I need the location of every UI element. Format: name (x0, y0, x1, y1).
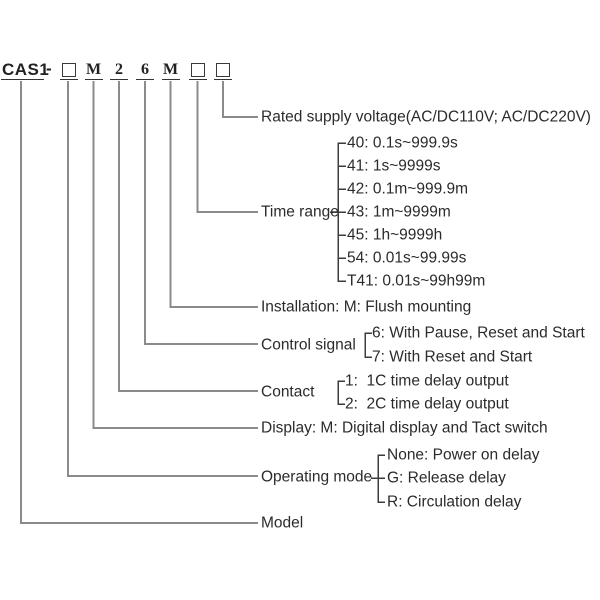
connector-operating-mode (67, 81, 258, 477)
blank-box-segment-time-range (190, 63, 205, 77)
time-range-label: Time range (261, 203, 339, 221)
operating-mode-option: None: Power on delay (387, 446, 540, 464)
code-segment-control-signal: 6 (141, 61, 149, 78)
display-label: Display: M: Digital display and Tact swi… (261, 419, 548, 437)
time-range-option: 41: 1s~9999s (347, 157, 441, 175)
connector-installation (169, 81, 258, 308)
control-signal-label: Control signal (261, 336, 356, 354)
underline-prefix (1, 79, 44, 80)
time-range-option: 40: 0.1s~999.9s (347, 134, 458, 152)
bracket-operating-mode (371, 454, 385, 503)
underline-seg5 (161, 79, 180, 80)
time-range-option: 54: 0.01s~99.99s (347, 249, 467, 267)
underline-seg4 (136, 79, 154, 80)
time-range-option: 45: 1h~9999h (347, 226, 443, 244)
code-segment-installation: M (162, 61, 179, 78)
bracket-contact (337, 380, 345, 405)
operating-mode-option: G: Release delay (387, 469, 506, 487)
connector-display (92, 81, 258, 429)
contact-option: 2: 2C time delay output (345, 395, 509, 413)
operating-mode-option: R: Circulation delay (387, 493, 522, 511)
blank-box-segment-operating-mode (62, 63, 76, 77)
model-code-prefix: CAS1 (2, 60, 50, 79)
control-signal-option: 6: With Pause, Reset and Start (372, 324, 585, 342)
connector-contact (118, 81, 258, 392)
underline-seg7 (214, 79, 232, 80)
time-range-option: 42: 0.1m~999.9m (347, 180, 469, 198)
blank-box-segment-voltage (216, 63, 230, 77)
time-range-option: T41: 0.01s~99h99m (347, 272, 486, 290)
contact-option: 1: 1C time delay output (345, 372, 509, 390)
control-signal-option: 7: With Reset and Start (372, 348, 533, 366)
underline-seg2 (84, 79, 103, 80)
code-segment-contact: 2 (115, 61, 123, 78)
model-label: Model (261, 514, 304, 532)
rated-supply-voltage-label: Rated supply voltage(AC/DC110V; AC/DC220… (261, 108, 591, 126)
connector-model (20, 81, 258, 524)
contact-label: Contact (261, 383, 315, 401)
connector-time-range (196, 81, 258, 213)
time-range-option: 43: 1m~9999m (347, 203, 451, 221)
model-code-separator: - (46, 59, 52, 78)
connector-control-signal (144, 81, 258, 345)
underline-seg3 (110, 79, 128, 80)
operating-mode-label: Operating mode (261, 468, 373, 486)
underline-seg1 (60, 79, 78, 80)
bracket-time-range (330, 142, 346, 282)
connector-rated-voltage (222, 81, 258, 118)
underline-seg6 (188, 79, 207, 80)
installation-label: Installation: M: Flush mounting (261, 298, 472, 316)
bracket-control-signal (364, 332, 372, 358)
code-segment-display: M (85, 61, 102, 78)
